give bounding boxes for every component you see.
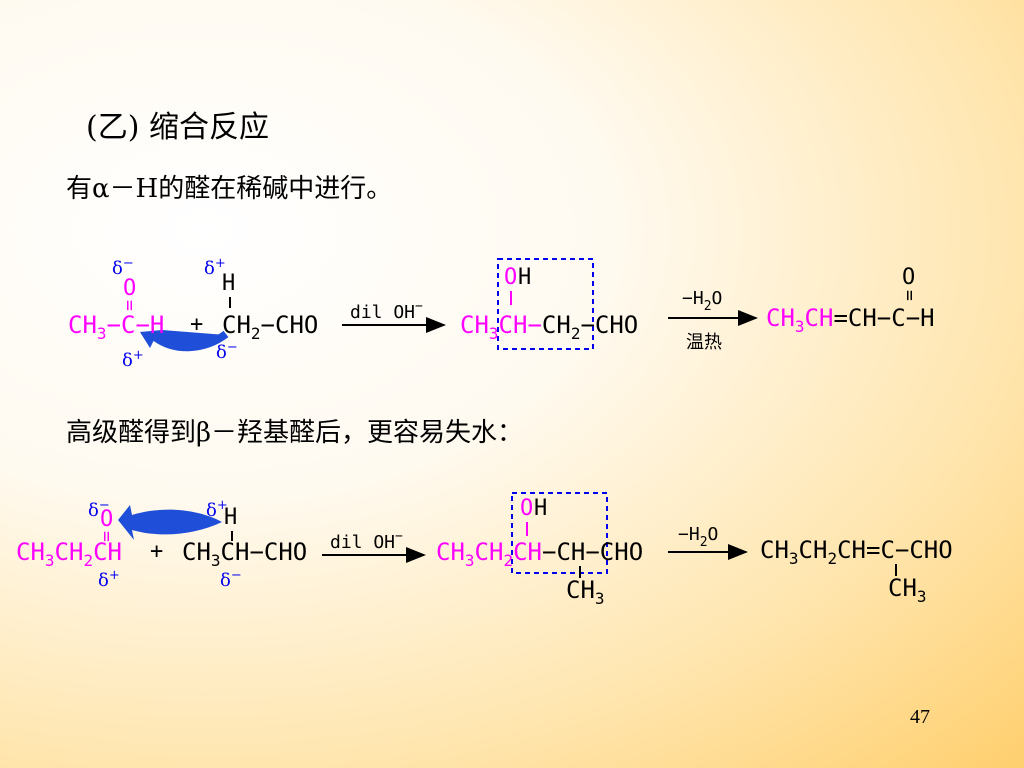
- electron-arrow-2: [118, 505, 222, 540]
- electron-arrow-1-body: [152, 330, 229, 352]
- delta-plus-h: δ+: [204, 256, 226, 279]
- reaction1: δ− δ+ δ+ δ− O = CH3−C−H + H CH2−CHO dil …: [68, 256, 935, 371]
- delta-minus-carbonyl: δ−: [112, 256, 134, 279]
- heating-label: 温热: [686, 332, 722, 353]
- reactant-propanal: CH3CH2CH: [16, 538, 122, 570]
- delta-plus-carbon-2: δ+: [98, 568, 120, 591]
- alpha-hydrogen-2: H: [224, 505, 237, 530]
- reactant-acetaldehyde-2: CH2−CHO: [222, 311, 318, 343]
- dehydration-label-2: −H2O: [678, 524, 718, 550]
- dashed-box-1: [497, 258, 594, 350]
- carbonyl-oxygen-1: O: [123, 276, 136, 301]
- hydroxyl-h-2: H: [534, 496, 547, 521]
- delta-plus-carbon: δ+: [122, 348, 144, 371]
- alpha-hydrogen-1: H: [222, 271, 235, 296]
- condition-label-1: dil OH−: [350, 299, 423, 323]
- reactant-propanal-2: CH3CH−CHO: [182, 538, 307, 570]
- delta-minus-alpha: δ−: [216, 340, 238, 363]
- final-product-1: CH3CH=CH−C−H: [766, 304, 935, 336]
- slide-heading: (乙) 缩合反应: [86, 110, 269, 145]
- dashed-box-2: [511, 492, 608, 574]
- dehydration-label-1: −H2O: [682, 288, 722, 314]
- plus-sign-2: +: [150, 539, 163, 564]
- hydroxyl-o-1: O: [504, 265, 517, 290]
- page-number: 47: [910, 706, 930, 728]
- carbonyl-double-bond-1: =: [119, 300, 140, 311]
- dehydration-statement: 高级醛得到β－羟基醛后，更容易失水：: [66, 418, 524, 448]
- final-double-bond-1: =: [899, 290, 920, 301]
- methyl-branch-final: CH3: [888, 574, 927, 606]
- hydroxyl-h-1: H: [518, 265, 531, 290]
- delta-minus-alpha-2: δ−: [220, 568, 242, 591]
- final-oxygen-1: O: [902, 265, 915, 290]
- methyl-branch-2: CH3: [566, 576, 605, 608]
- delta-minus-carbonyl-2: δ−: [88, 498, 110, 521]
- reaction2: δ− δ+ δ+ δ− O = CH3CH2CH + H CH3CH−CHO d…: [16, 492, 953, 608]
- carbonyl-double-bond-2: =: [96, 531, 117, 542]
- aldol-product-1: CH3CH−CH2−CHO: [460, 311, 638, 343]
- condition-statement: 有α－H的醛在稀碱中进行。: [66, 174, 393, 204]
- plus-sign-1: +: [190, 312, 203, 337]
- aldol-product-2: CH3CH2CH−CH−CHO: [436, 538, 643, 570]
- delta-plus-h-2: δ+: [206, 498, 228, 521]
- hydroxyl-o-2: O: [520, 496, 533, 521]
- carbonyl-oxygen-2: O: [100, 507, 113, 532]
- condition-label-2: dil OH−: [330, 529, 403, 553]
- reactant-acetaldehyde: CH3−C−H: [68, 311, 164, 343]
- final-product-2: CH3CH2CH=C−CHO: [760, 536, 953, 568]
